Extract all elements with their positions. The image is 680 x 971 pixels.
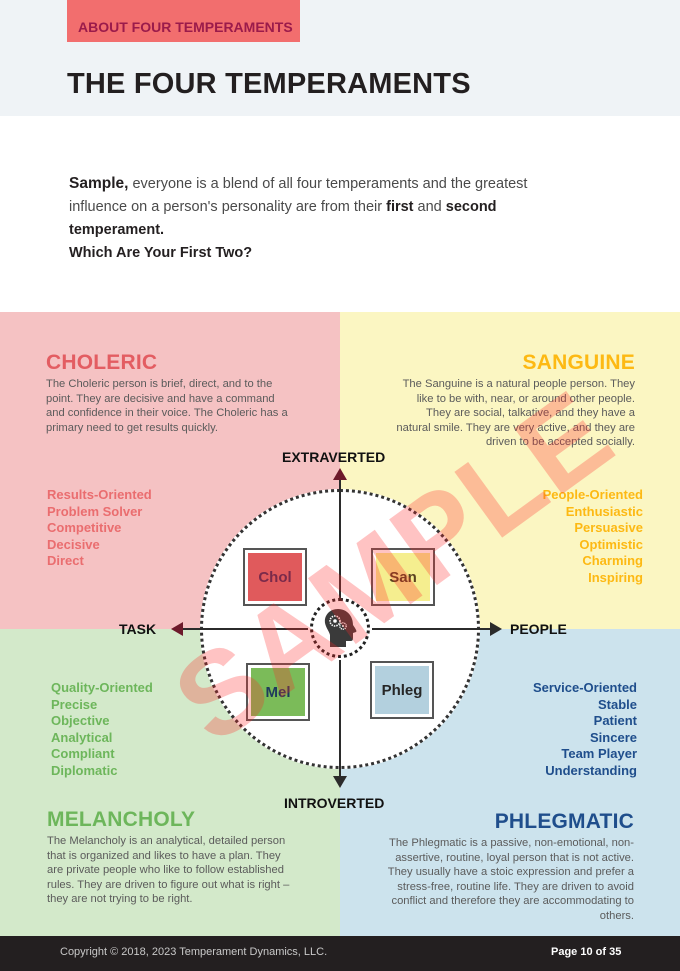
trait: Decisive <box>47 536 100 552</box>
phlegmatic-traits: Service-Oriented Stable Patient Sincere … <box>533 680 637 779</box>
intro-bold-second: second temperament. <box>69 199 497 238</box>
axis-down <box>339 660 341 778</box>
intro-text-and: and <box>413 199 446 215</box>
box-mel-label: Mel <box>251 668 305 716</box>
phlegmatic-title: PHLEGMATIC <box>494 810 634 833</box>
trait: Results-Oriented <box>47 487 152 502</box>
trait: People-Oriented <box>542 487 643 502</box>
box-san-label: San <box>376 553 430 601</box>
axis-left <box>180 628 308 630</box>
trait: Compliant <box>51 746 115 761</box>
trait: Patient <box>593 713 637 728</box>
melancholy-description: The Melancholy is an analytical, detaile… <box>47 835 290 905</box>
choleric-description: The Choleric person is brief, direct, an… <box>46 378 288 434</box>
axis-right <box>372 628 492 630</box>
trait: Service-Oriented <box>532 680 637 695</box>
arrow-down-icon <box>333 776 347 788</box>
trait: Optimistic <box>579 536 643 552</box>
axis-label-people: PEOPLE <box>510 621 567 637</box>
box-chol: Chol <box>243 548 307 606</box>
intro-bold-first: first <box>386 199 414 215</box>
trait: Problem Solver <box>47 503 143 519</box>
trait: Charming <box>582 553 643 568</box>
trait: Persuasive <box>574 520 643 535</box>
box-chol-label: Chol <box>248 553 302 601</box>
trait: Understanding <box>545 762 637 778</box>
trait: Competitive <box>47 520 122 535</box>
intro-lead: Sample, <box>69 175 129 192</box>
arrow-right-icon <box>490 622 502 636</box>
trait: Enthusiastic <box>565 503 643 519</box>
copyright-text: Copyright © 2018, 2023 Temperament Dynam… <box>60 946 328 958</box>
box-mel: Mel <box>246 663 310 721</box>
sanguine-description: The Sanguine is a natural people person.… <box>396 378 635 448</box>
trait: Quality-Oriented <box>51 680 153 695</box>
trait: Objective <box>51 713 110 728</box>
axis-label-extraverted: EXTRAVERTED <box>282 449 386 465</box>
arrow-left-icon <box>171 622 183 636</box>
trait: Precise <box>51 696 98 712</box>
trait: Analytical <box>51 729 113 745</box>
sanguine-title: SANGUINE <box>522 351 635 374</box>
axis-up <box>339 478 341 598</box>
section-tab: ABOUT FOUR TEMPERAMENTS <box>67 0 300 42</box>
trait: Team Player <box>561 746 637 761</box>
axis-label-task: TASK <box>119 621 157 637</box>
trait: Direct <box>47 553 84 568</box>
axis-label-introverted: INTROVERTED <box>284 795 385 811</box>
melancholy-title: MELANCHOLY <box>47 808 196 831</box>
page-title: THE FOUR TEMPERAMENTS <box>67 68 471 100</box>
intro-paragraph: Sample, everyone is a blend of all four … <box>69 172 569 265</box>
trait: Sincere <box>590 729 637 745</box>
page-number: Page 10 of 35 <box>551 946 622 958</box>
phlegmatic-description: The Phlegmatic is a passive, non-emotion… <box>387 837 634 922</box>
choleric-title: CHOLERIC <box>46 351 158 374</box>
head-with-gears-icon <box>324 609 357 647</box>
choleric-traits: Results-Oriented Problem Solver Competit… <box>47 487 152 570</box>
box-phleg: Phleg <box>370 661 434 719</box>
box-san: San <box>371 548 435 606</box>
intro-text: everyone is a blend of all four temperam… <box>69 176 528 215</box>
trait: Stable <box>597 696 637 712</box>
melancholy-traits: Quality-Oriented Precise Objective Analy… <box>51 680 153 779</box>
trait: Diplomatic <box>51 762 118 778</box>
arrow-up-icon <box>333 468 347 480</box>
intro-question: Which Are Your First Two? <box>69 245 253 261</box>
trait: Inspiring <box>588 569 643 585</box>
footer: Copyright © 2018, 2023 Temperament Dynam… <box>0 936 680 971</box>
box-phleg-label: Phleg <box>375 666 429 714</box>
sanguine-traits: People-Oriented Enthusiastic Persuasive … <box>543 487 643 586</box>
